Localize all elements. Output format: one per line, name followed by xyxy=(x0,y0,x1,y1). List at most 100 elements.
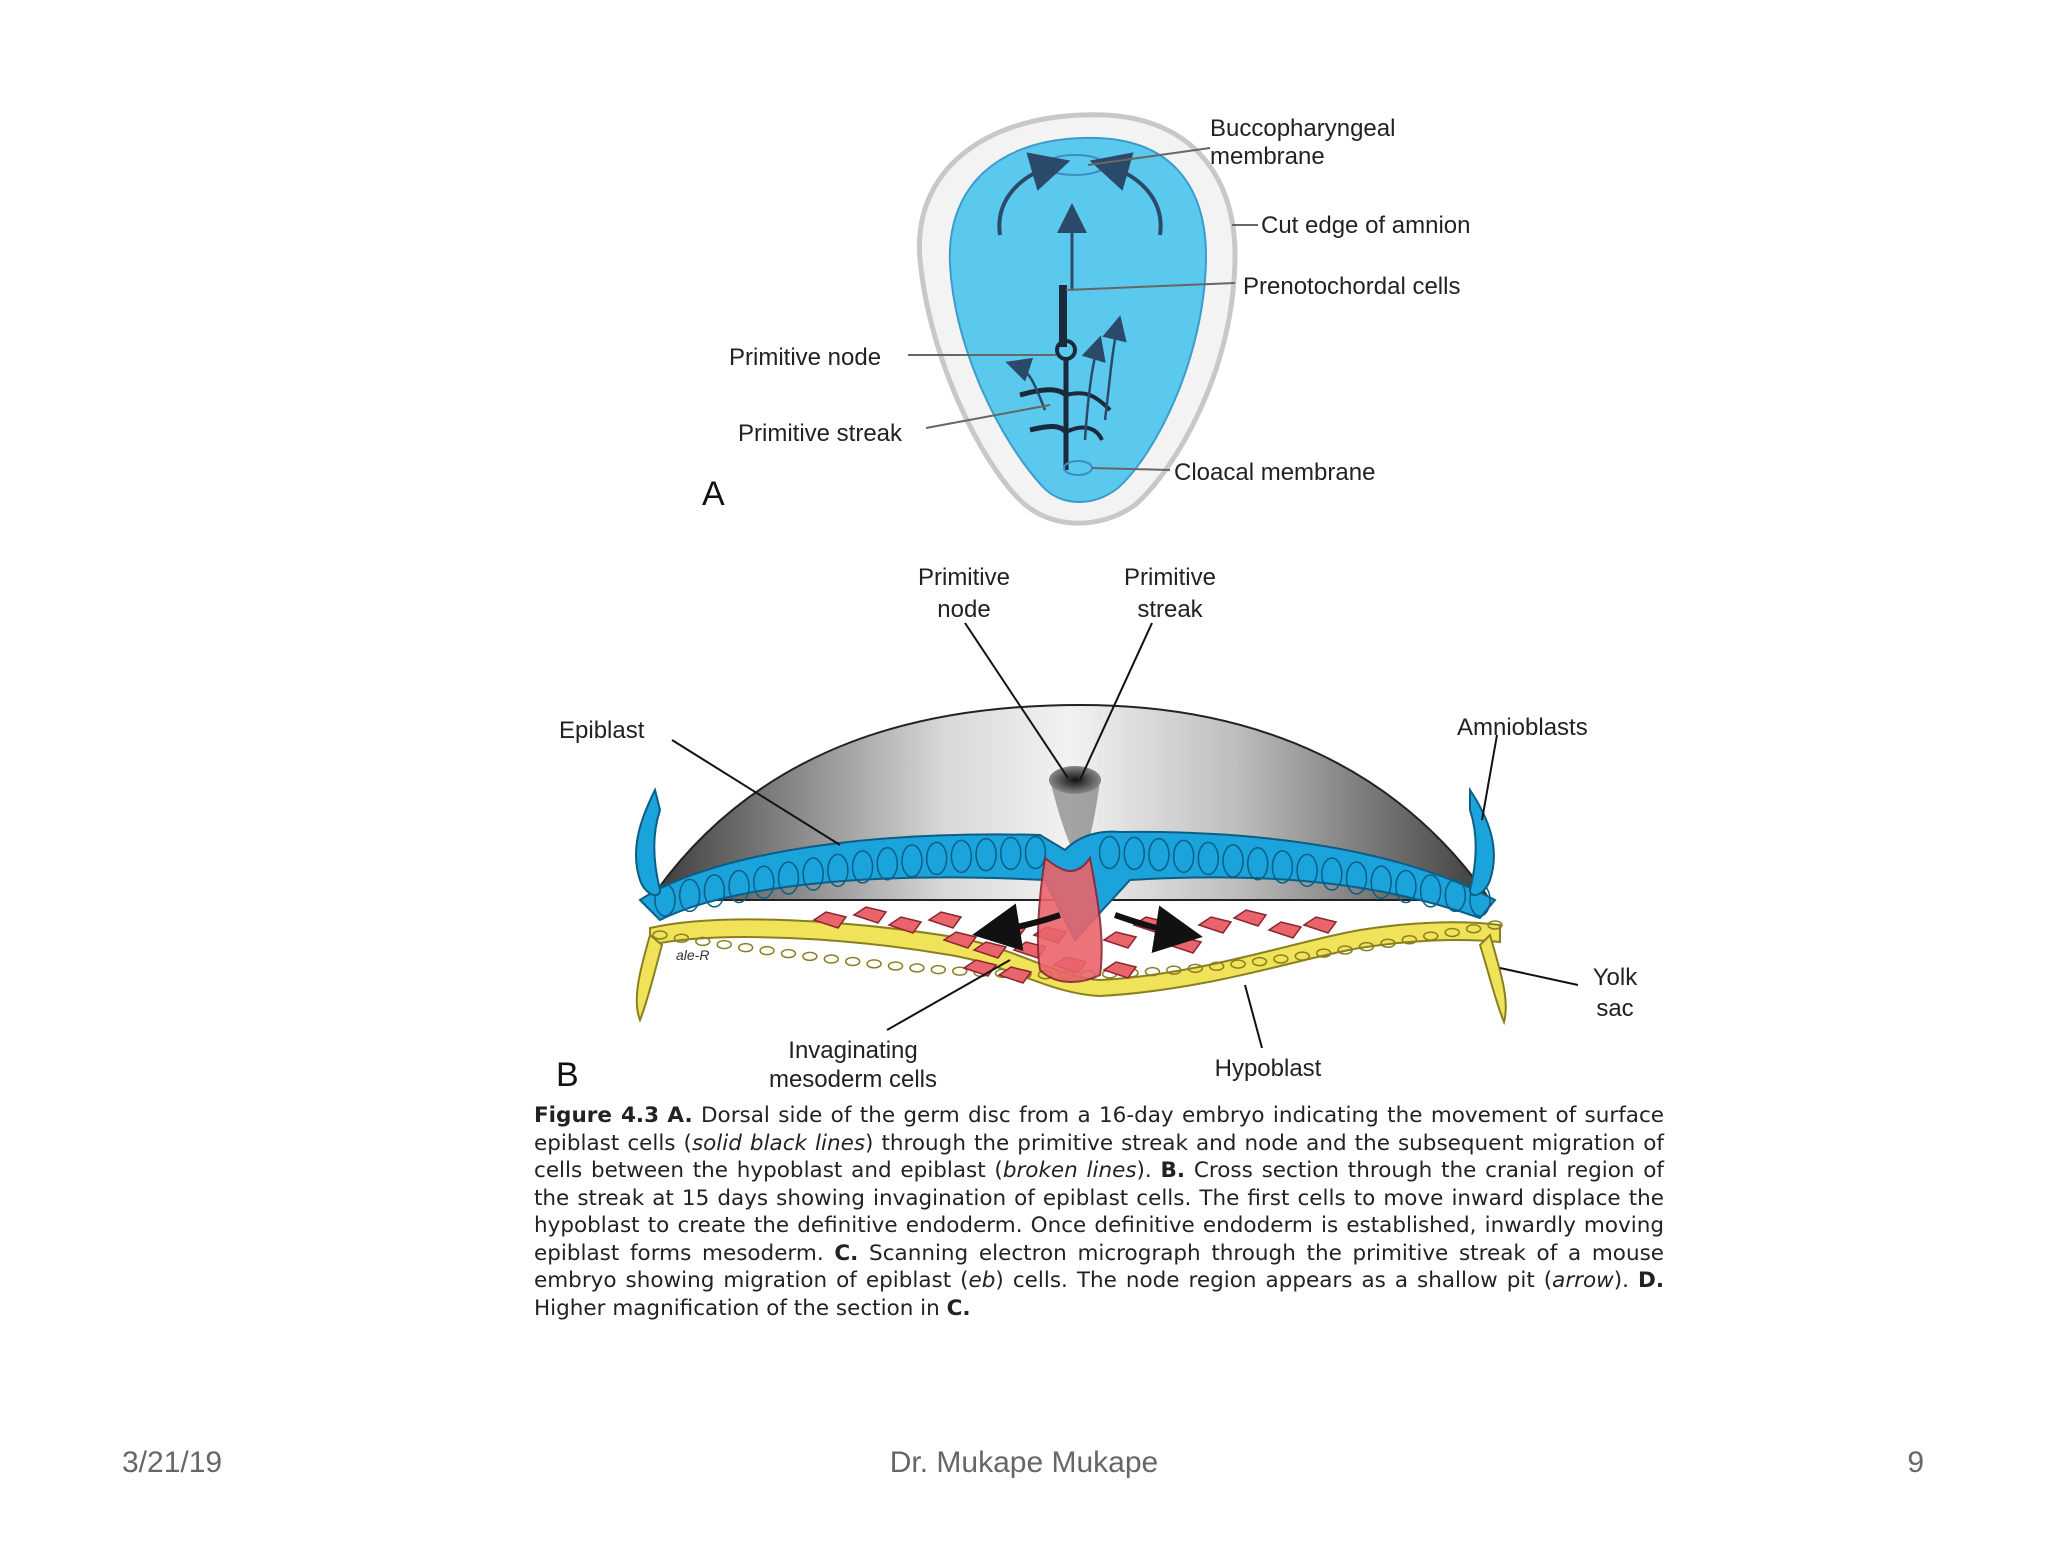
epiblast-cell xyxy=(975,837,997,872)
label-b-primitive-node-2: node xyxy=(937,596,990,623)
epiblast-cell xyxy=(1172,839,1195,874)
caption-a-marker: A. xyxy=(667,1103,693,1128)
migration-arrow xyxy=(1102,315,1127,421)
panel-a-leaders xyxy=(908,147,1258,471)
epiblast-cell xyxy=(1370,865,1392,899)
panel-b-leaders xyxy=(671,622,1579,1049)
hypoblast-cell xyxy=(1273,954,1289,964)
epiblast-cell xyxy=(876,846,899,881)
hypoblast-cell xyxy=(1251,956,1268,967)
panel-label-b: B xyxy=(556,1056,579,1094)
label-epiblast: Epiblast xyxy=(559,717,645,744)
caption-figure-number: Figure 4.3 xyxy=(534,1103,660,1128)
hypoblast-cell xyxy=(909,963,925,973)
cranial-arrow-left xyxy=(997,152,1071,236)
footer-author: Dr. Mukape Mukape xyxy=(889,1446,1159,1479)
epiblast-cell xyxy=(851,850,874,884)
epiblast-cell xyxy=(1024,835,1047,870)
epiblast-cell xyxy=(728,869,750,904)
hypoblast-cell xyxy=(802,951,818,962)
mesoderm-cell xyxy=(927,911,963,929)
hypoblast-cell xyxy=(1315,948,1332,958)
hypoblast-cells xyxy=(652,920,1503,980)
mesoderm-cell xyxy=(852,906,888,924)
epiblast-cell xyxy=(1197,841,1220,876)
label-yolk-sac: Yolk xyxy=(1593,964,1638,991)
caption-text: Cross section through the cranial region… xyxy=(534,1158,1664,1266)
hypoblast-cell xyxy=(652,930,668,940)
label-hypoblast: Hypoblast xyxy=(1215,1055,1322,1082)
epiblast-cell xyxy=(1123,836,1145,871)
mesoderm-cell xyxy=(1102,931,1138,949)
hypoblast-cell xyxy=(1465,923,1482,934)
hypoblast-cell xyxy=(1208,961,1225,972)
mesoderm-cell xyxy=(812,911,848,929)
panel-b-cross-section: ale-R Primitive node Primitive streak Ep… xyxy=(556,564,1638,1094)
mesoderm-cell xyxy=(1267,921,1303,939)
primitive-node xyxy=(1055,339,1077,361)
label-cloacal-membrane: Cloacal membrane xyxy=(1174,459,1375,486)
label-cut-edge-amnion: Cut edge of amnion xyxy=(1261,212,1470,239)
epiblast-cell xyxy=(1000,836,1022,871)
epiblast-cell xyxy=(1321,857,1343,891)
hypoblast-cell xyxy=(737,942,754,953)
epiblast-cell xyxy=(1395,869,1417,904)
caption-text: Higher magnification of the section in xyxy=(534,1295,947,1321)
migration-arrow-left xyxy=(972,903,1061,951)
epiblast-cell xyxy=(925,841,948,876)
label-buccopharyngeal-2: membrane xyxy=(1210,143,1325,170)
hypoblast-cell xyxy=(1423,931,1439,941)
epiblast-cell xyxy=(1098,835,1121,870)
epiblast-cell xyxy=(1271,850,1294,884)
caption-italic: broken lines xyxy=(1002,1158,1137,1183)
label-primitive-node: Primitive node xyxy=(729,344,881,371)
epiblast-cell xyxy=(1419,874,1442,908)
epiblast-cell xyxy=(950,839,973,874)
hypoblast-cell xyxy=(866,959,882,969)
epiblast-cells xyxy=(654,835,1491,917)
epiblast-cell xyxy=(1246,846,1269,881)
label-b-primitive-streak-2: streak xyxy=(1137,596,1203,623)
cranial-arrow-right xyxy=(1089,152,1163,236)
mesoderm-cell xyxy=(1232,909,1268,927)
label-b-primitive-streak: Primitive xyxy=(1124,564,1216,591)
footer-page-number: 9 xyxy=(1907,1446,1924,1479)
hypoblast-cell xyxy=(1358,941,1375,952)
hypoblast-cell xyxy=(673,933,690,943)
caption-text: ). xyxy=(1136,1158,1161,1183)
hypoblast-cell xyxy=(716,939,732,950)
hypoblast-cell xyxy=(1337,945,1353,955)
caption-text: Dorsal side of the germ disc from a 16-d… xyxy=(534,1103,1665,1156)
prenotochordal-cells xyxy=(1059,285,1067,347)
epiblast-cell xyxy=(802,857,824,891)
epiblast-movement-line xyxy=(1029,424,1068,434)
hypoblast-cell xyxy=(1444,927,1460,938)
epiblast-cell xyxy=(827,853,849,888)
footer-date: 3/21/19 xyxy=(122,1446,223,1479)
mesoderm-cell xyxy=(1167,936,1203,954)
caption-b-marker: B. xyxy=(1160,1158,1186,1183)
label-primitive-streak: Primitive streak xyxy=(738,420,903,447)
hypoblast-cell xyxy=(887,961,904,971)
caption-text: Scanning electron micrograph through the… xyxy=(534,1240,1665,1294)
label-invaginating: Invaginating xyxy=(788,1037,917,1064)
hypoblast-cell xyxy=(759,945,775,956)
hypoblast-cell xyxy=(695,936,711,947)
hypoblast-cell xyxy=(780,948,797,959)
epiblast-movement-line xyxy=(1019,387,1068,398)
mesoderm-cell xyxy=(887,916,923,934)
hypoblast-cell xyxy=(1380,938,1396,948)
yolk-sac-wall-right xyxy=(1478,933,1507,1026)
caption-italic: solid black lines xyxy=(691,1130,866,1156)
hypoblast-cell xyxy=(1401,934,1418,945)
label-b-primitive-node: Primitive xyxy=(918,564,1010,591)
mesoderm-cell xyxy=(1102,961,1138,979)
caption-text: ) cells. The node region appears as a sh… xyxy=(995,1268,1553,1293)
hypoblast-cell xyxy=(1187,963,1204,974)
artist-signature: ale-R xyxy=(676,947,709,963)
caption-text: ) through the primitive streak and node … xyxy=(534,1130,1664,1184)
caption-italic: arrow xyxy=(1552,1268,1614,1293)
hypoblast-cell xyxy=(930,964,947,975)
epiblast-cell xyxy=(901,844,923,878)
